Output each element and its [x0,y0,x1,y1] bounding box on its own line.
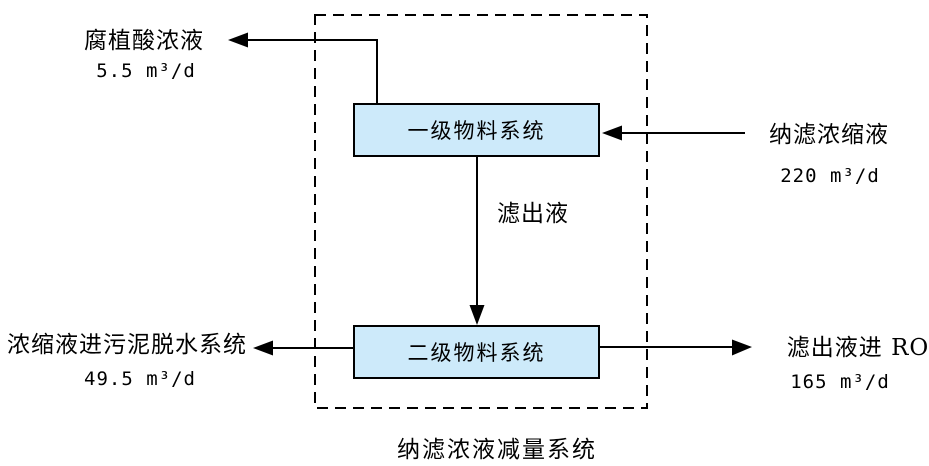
system-boundary-dashed-box [314,14,648,409]
arrowhead-left-icon [228,32,248,48]
to-ro-label: 滤出液进 RO [786,335,929,361]
diagram-caption: 纳滤浓液减量系统 [397,437,597,463]
node-secondary-label: 二级物料系统 [407,341,546,365]
arrowhead-right-icon [732,339,752,356]
nf-concentrate-value: 220 m³/d [780,165,880,187]
to-sludge-value: 49.5 m³/d [84,368,196,390]
arrowhead-down-icon [469,305,485,325]
to-ro-value: 165 m³/d [790,371,890,393]
node-primary-material-system: 一级物料系统 [353,103,600,157]
arrowhead-left-icon [253,340,273,356]
humic-acid-value: 5.5 m³/d [96,60,196,82]
humic-acid-label: 腐植酸浓液 [84,28,204,54]
filtrate-label: 滤出液 [497,201,569,227]
to-sludge-label: 浓缩液进污泥脱水系统 [7,332,247,358]
arrowhead-left-icon [602,125,622,141]
node-primary-label: 一级物料系统 [407,119,546,143]
node-secondary-material-system: 二级物料系统 [353,325,600,379]
flow-line-humic-acid [246,39,378,103]
nf-concentrate-label: 纳滤浓缩液 [769,122,889,148]
